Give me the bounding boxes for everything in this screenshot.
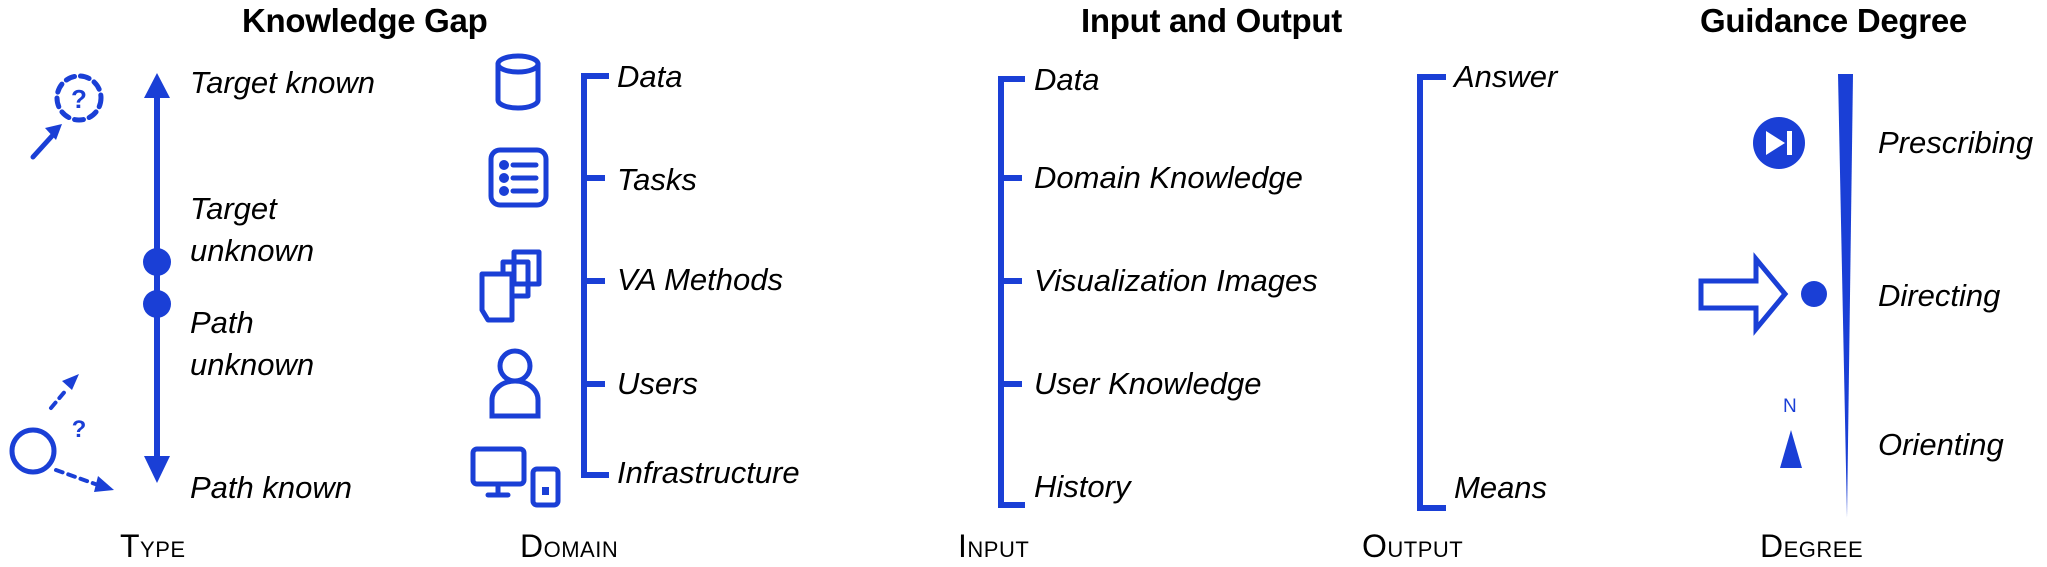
type-axis-label: Type (120, 528, 186, 564)
domain-item-tasks: Tasks (617, 162, 697, 197)
input-output-title: Input and Output (1081, 2, 1342, 39)
domain-item-users: Users (617, 366, 698, 401)
input-axis-label: Input (958, 528, 1030, 564)
type-label-path-known: Path known (190, 470, 352, 505)
input-item-history: History (1034, 469, 1131, 504)
devices-icon (470, 446, 561, 508)
output-item-means: Means (1454, 470, 1548, 505)
degree-axis-label: Degree (1760, 528, 1864, 564)
input-item-user-knowledge: User Knowledge (1034, 366, 1262, 401)
degree-item-directing: Directing (1878, 278, 2001, 313)
path-unknown-marker (143, 290, 171, 318)
database-icon (495, 53, 541, 111)
input-item-visualization-images: Visualization Images (1034, 263, 1318, 298)
input-item-data: Data (1034, 62, 1100, 97)
skip-forward-icon (1753, 117, 1805, 169)
documents-icon (479, 249, 542, 323)
type-label-path-unknown: Path unknown (190, 305, 315, 382)
knowledge-gap-title: Knowledge Gap (242, 2, 488, 39)
domain-item-va-methods: VA Methods (617, 262, 784, 297)
type-label-target-known: Target known (190, 65, 375, 100)
domain-bracket (581, 73, 609, 478)
type-axis-arrow (143, 73, 171, 483)
output-axis-label: Output (1362, 528, 1464, 564)
domain-item-data: Data (617, 59, 683, 94)
domain-item-infrastructure: Infrastructure (617, 455, 800, 490)
input-bracket (998, 76, 1025, 508)
domain-axis-label: Domain (520, 528, 619, 564)
output-item-answer: Answer (1454, 59, 1558, 94)
user-icon (489, 348, 541, 419)
input-item-domain-knowledge: Domain Knowledge (1034, 160, 1303, 195)
degree-item-prescribing: Prescribing (1878, 125, 2034, 160)
svg-text:?: ? (71, 84, 87, 114)
type-label-target-unknown: Target unknown (190, 191, 315, 268)
degree-item-orienting: Orienting (1878, 427, 2004, 462)
task-list-icon (488, 147, 549, 208)
svg-text:?: ? (72, 416, 87, 443)
target-known-icon: ? (30, 73, 104, 160)
path-known-icon: ? (9, 374, 114, 492)
guidance-degree-title: Guidance Degree (1700, 2, 1967, 39)
arrow-to-point-icon (1698, 252, 1827, 336)
compass-north-letter: N (1783, 396, 1797, 417)
target-unknown-marker (143, 248, 171, 276)
degree-wedge (1838, 74, 1853, 518)
compass-north-icon (1780, 430, 1802, 468)
output-bracket (1417, 74, 1446, 511)
